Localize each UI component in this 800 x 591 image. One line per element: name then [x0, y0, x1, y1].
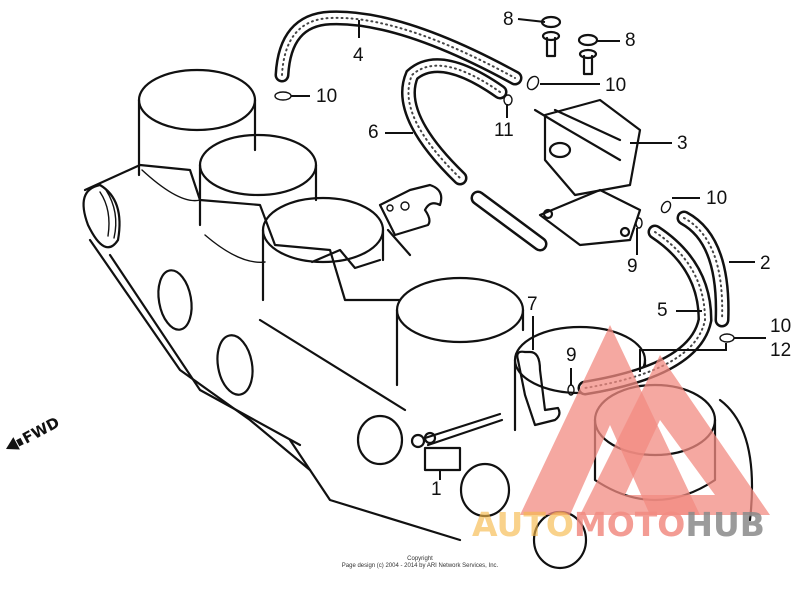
hose-2	[676, 210, 730, 328]
hose-6	[401, 58, 508, 186]
callout-6: 6	[368, 122, 379, 143]
callout-9b: 9	[566, 345, 577, 366]
copyright-line-2: Page design (c) 2004 - 2014 by ARI Netwo…	[341, 563, 499, 569]
leader-lines	[291, 18, 766, 480]
copyright-notice: Copyright Page design (c) 2004 - 2014 by…	[300, 556, 540, 570]
callout-9a: 9	[627, 256, 638, 277]
callout-1: 1	[431, 479, 442, 500]
callout-8a: 8	[503, 9, 514, 30]
watermark-part-hub: HUB	[685, 505, 765, 544]
watermark-logo-icon	[520, 325, 770, 515]
screw-8b	[577, 33, 599, 76]
link-7	[516, 350, 561, 427]
callout-10d: 10	[770, 316, 792, 337]
watermark-text: AUTOMOTOHUB	[472, 508, 765, 541]
fuel-valve	[533, 98, 642, 247]
callout-10c: 10	[706, 188, 728, 209]
callout-8b: 8	[625, 30, 636, 51]
watermark-part-moto: MOTO	[573, 505, 686, 544]
breather-tube	[470, 190, 548, 252]
callout-10b: 10	[605, 75, 627, 96]
watermark-part-auto: AUTO	[472, 505, 574, 544]
callout-11: 11	[494, 120, 514, 141]
callout-7: 7	[527, 294, 538, 315]
copyright-line-1: Copyright	[407, 556, 433, 562]
hose-4	[274, 10, 523, 86]
hose-5	[577, 224, 713, 396]
callout-3: 3	[677, 133, 688, 154]
callout-4: 4	[353, 45, 364, 66]
callout-12: 12	[770, 340, 792, 361]
cable-bracket	[378, 183, 443, 257]
callout-2: 2	[760, 253, 771, 274]
callout-5: 5	[657, 300, 668, 321]
throttle-stop-screw	[410, 412, 504, 472]
callout-10a: 10	[316, 86, 338, 107]
